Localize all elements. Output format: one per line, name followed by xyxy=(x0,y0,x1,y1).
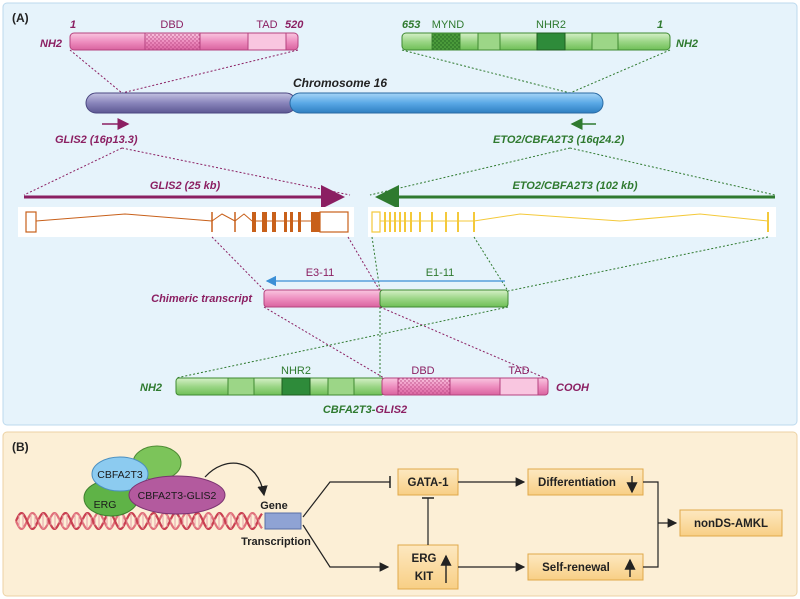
connector-line xyxy=(263,306,385,379)
glis2-tad-domain xyxy=(247,32,287,51)
fusion-complex-label: CBFA2T3-GLIS2 xyxy=(138,490,217,502)
eto2-start: 653 xyxy=(402,19,420,31)
glis2-tad-label: TAD xyxy=(256,19,277,31)
glis2-start: 1 xyxy=(70,19,76,31)
glis2-end: 520 xyxy=(285,19,304,31)
eto2-mynd-domain xyxy=(431,32,461,51)
glis2-locus: GLIS2 (16p13.3) xyxy=(55,134,138,146)
erg-kit-box: ERG KIT xyxy=(397,544,459,590)
differentiation-label: Differentiation xyxy=(538,477,616,489)
chromosome-label: Chromosome 16 xyxy=(293,76,387,90)
fusion-dbd-label: DBD xyxy=(411,365,434,377)
transcription-label: Transcription xyxy=(241,536,311,548)
glis2-nterm: NH2 xyxy=(40,38,62,50)
connector-line xyxy=(473,236,509,292)
fusion-name-a: CBFA2T3 xyxy=(323,404,372,416)
eto2-nterm: NH2 xyxy=(676,38,698,50)
fusion-nterm: NH2 xyxy=(140,382,162,394)
eto2-nhr2-domain xyxy=(536,32,566,51)
connector-line xyxy=(211,236,266,292)
chimeric-transcript-label: Chimeric transcript xyxy=(151,293,253,305)
glis2-dbd-label: DBD xyxy=(160,19,183,31)
connector-line xyxy=(69,49,123,94)
fusion-name: CBFA2T3-GLIS2 xyxy=(323,404,407,416)
eto2-protein xyxy=(401,32,671,51)
inhibit-branch xyxy=(302,481,390,518)
connector-line xyxy=(371,236,381,292)
glis2-gene-label: GLIS2 (25 kb) xyxy=(150,180,221,192)
exons-eto-label: E1-11 xyxy=(426,267,455,279)
outcome-label: nonDS-AMKL xyxy=(694,518,768,530)
self-renewal-label: Self-renewal xyxy=(542,562,610,574)
fusion-tad-label: TAD xyxy=(508,365,529,377)
merge-bracket xyxy=(643,481,659,568)
fusion-nhr2-label: NHR2 xyxy=(281,365,311,377)
panel-a-label: (A) xyxy=(12,11,29,25)
chromosome-16 xyxy=(85,92,604,114)
activate-branch xyxy=(302,524,390,572)
fusion-name-b: GLIS2 xyxy=(375,404,407,416)
eto2-nhr2-label: NHR2 xyxy=(536,19,566,31)
erg-complex-label: ERG xyxy=(94,499,117,511)
kit-label: KIT xyxy=(415,571,434,583)
eto2-gene-structure xyxy=(368,207,776,237)
fusion-complex-protein xyxy=(128,475,226,515)
exons-glis-label: E3-11 xyxy=(306,267,335,279)
eto2-locus: ETO2/CBFA2T3 (16q24.2) xyxy=(493,134,625,146)
connector-line xyxy=(379,306,546,379)
fusion-cterm: COOH xyxy=(556,382,590,394)
outcome-box: nonDS-AMKL xyxy=(679,509,783,537)
panel-b-label: (B) xyxy=(12,440,29,454)
connector-line xyxy=(121,147,351,196)
connector-line xyxy=(175,306,509,379)
gene-label: Gene xyxy=(260,500,288,512)
erg-label: ERG xyxy=(412,553,437,565)
connector-line xyxy=(569,147,776,196)
dna-helix xyxy=(14,512,263,530)
connector-line xyxy=(507,236,769,292)
binding-arrow xyxy=(204,462,268,497)
connector-line xyxy=(347,236,381,292)
glis2-gene-structure xyxy=(18,207,354,237)
gata1-box: GATA-1 xyxy=(397,468,459,496)
chimeric-transcript xyxy=(263,289,509,308)
fusion-name-sep: - xyxy=(372,404,376,416)
cbfa2t3-protein xyxy=(91,456,149,492)
glis2-dbd-domain xyxy=(144,32,201,51)
differentiation-box: Differentiation xyxy=(527,468,644,496)
gata1-label: GATA-1 xyxy=(407,477,449,489)
eto2-end: 1 xyxy=(657,19,663,31)
gene-box xyxy=(264,512,302,530)
glis2-protein xyxy=(69,32,299,51)
cbfa2t3-label: CBFA2T3 xyxy=(97,469,143,481)
connector-line xyxy=(401,49,571,94)
fusion-protein xyxy=(175,377,549,396)
protein-complex xyxy=(83,445,226,517)
eto2-mynd-label: MYND xyxy=(432,19,464,31)
self-renewal-box: Self-renewal xyxy=(527,553,644,581)
eto2-gene-label: ETO2/CBFA2T3 (102 kb) xyxy=(512,180,637,192)
